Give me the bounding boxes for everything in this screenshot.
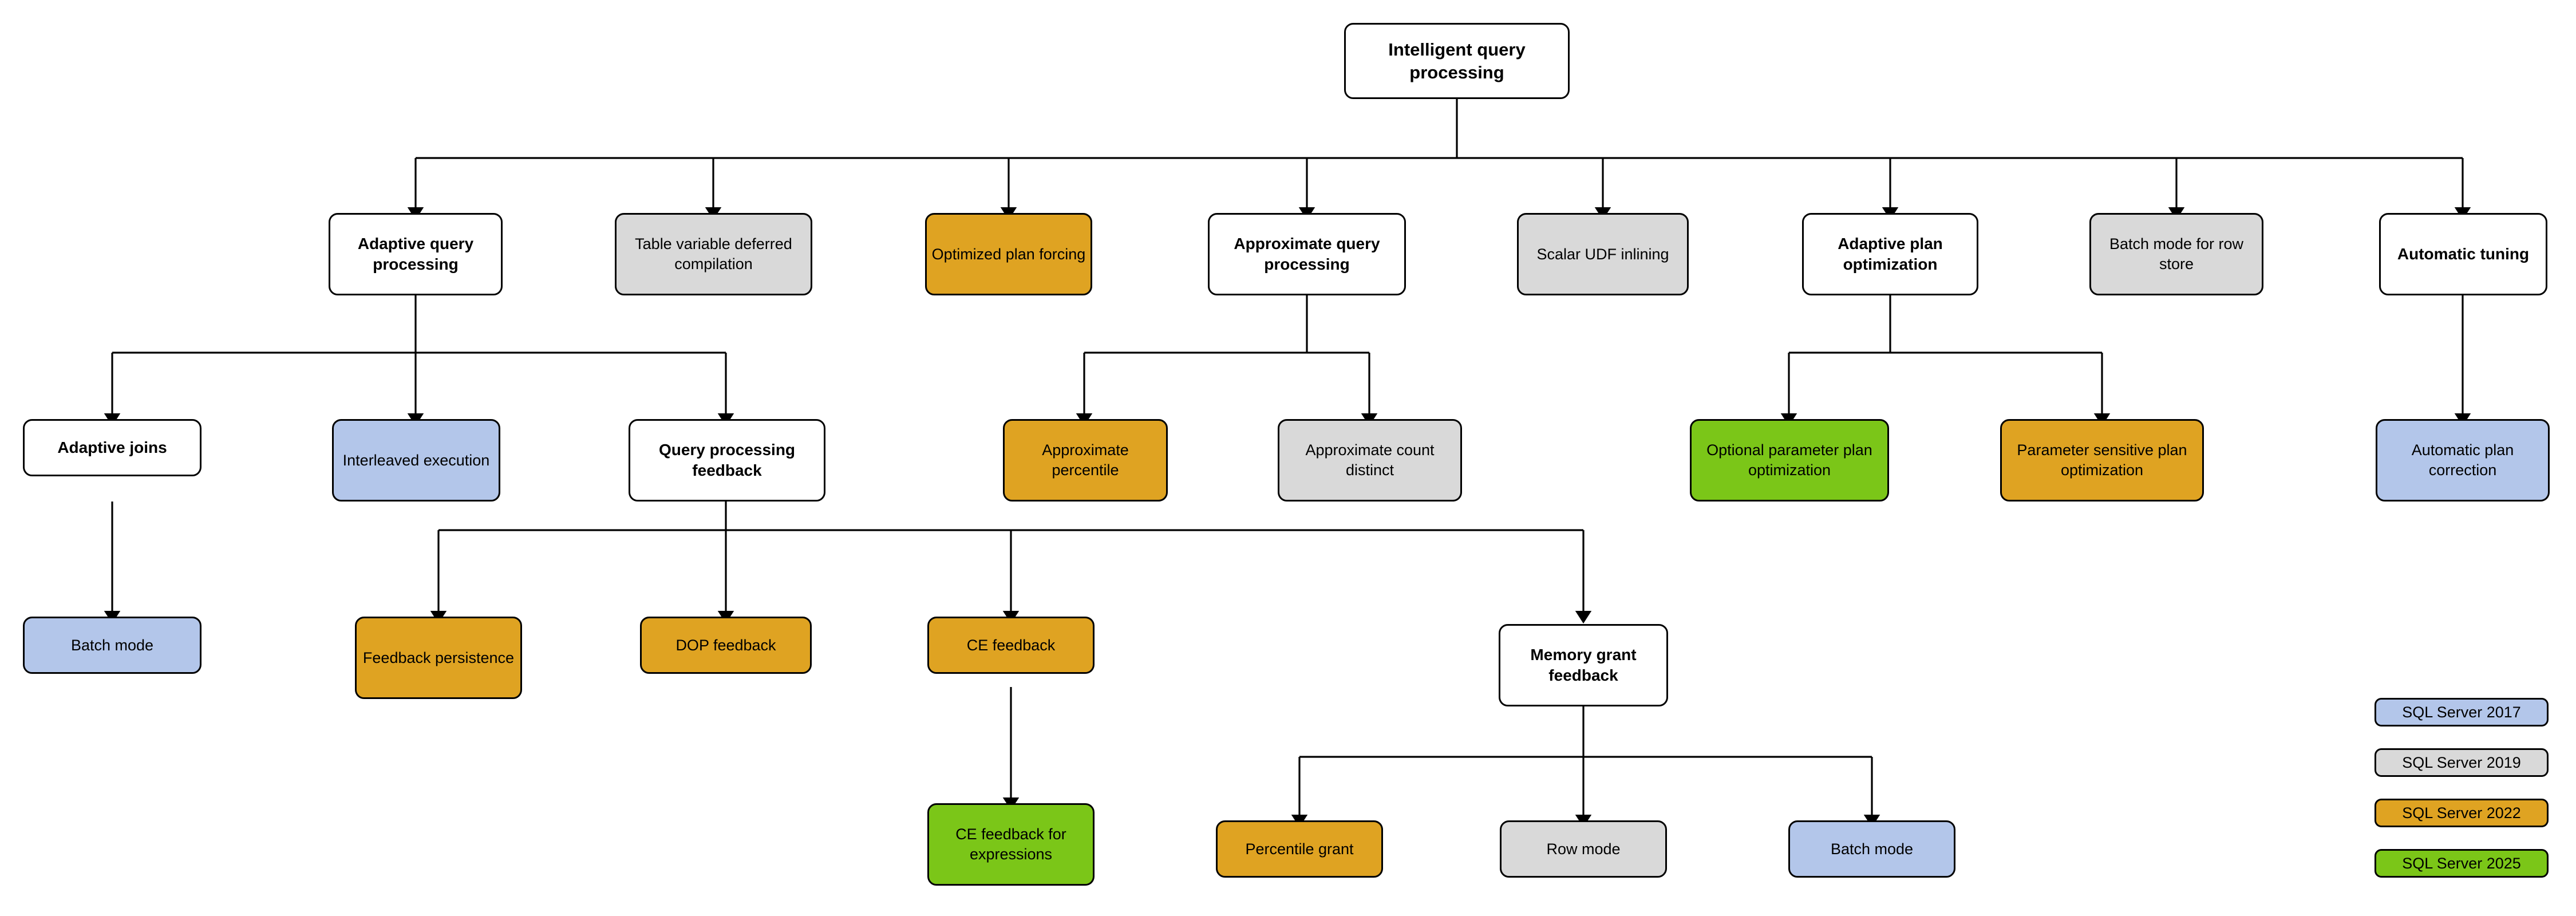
node-automatic-tuning[interactable]: Automatic tuning — [2379, 213, 2547, 295]
legend-label: SQL Server 2019 — [2402, 753, 2521, 771]
legend-item-sql-server-2025[interactable]: SQL Server 2025 — [2374, 849, 2549, 878]
edges-apq — [1076, 295, 1378, 427]
node-row-mode[interactable]: Row mode — [1500, 820, 1667, 878]
legend-item-sql-server-2017[interactable]: SQL Server 2017 — [2374, 698, 2549, 727]
edges-mgf — [1291, 706, 1880, 828]
node-label: Optional parameter plan optimization — [1706, 441, 1872, 479]
node-label: Percentile grant — [1245, 840, 1354, 858]
node-label: Approximate query processing — [1234, 235, 1380, 273]
node-approximate-query-processing[interactable]: Approximate query processing — [1208, 213, 1406, 295]
legend-label: SQL Server 2022 — [2402, 804, 2521, 822]
node-label: CE feedback for expressions — [955, 826, 1066, 863]
node-label: Intelligent query processing — [1388, 39, 1526, 82]
node-label: Adaptive joins — [57, 439, 167, 457]
node-label: Adaptive query processing — [357, 235, 474, 273]
node-label: Batch mode for row store — [2109, 235, 2244, 273]
node-intelligent-query-processing[interactable]: Intelligent query processing — [1344, 23, 1570, 99]
node-label: Row mode — [1546, 840, 1621, 858]
edges-qpf — [430, 502, 1592, 624]
node-optional-parameter-plan-optimization[interactable]: Optional parameter plan optimization — [1690, 419, 1889, 502]
node-label: Query processing feedback — [658, 441, 796, 479]
node-approximate-percentile[interactable]: Approximate percentile — [1003, 419, 1168, 502]
node-label: Automatic tuning — [2397, 245, 2530, 263]
node-label: DOP feedback — [675, 636, 776, 654]
node-batch-mode-memory-grant[interactable]: Batch mode — [1788, 820, 1955, 878]
legend-item-sql-server-2022[interactable]: SQL Server 2022 — [2374, 799, 2549, 827]
node-dop-feedback[interactable]: DOP feedback — [640, 617, 812, 674]
node-ce-feedback[interactable]: CE feedback — [927, 617, 1095, 674]
node-label: Batch mode — [70, 636, 154, 654]
node-label: Approximate count distinct — [1305, 441, 1435, 479]
node-adaptive-plan-optimization[interactable]: Adaptive plan optimization — [1802, 213, 1978, 295]
edges-root — [407, 99, 2471, 220]
node-batch-mode-adaptive-joins[interactable]: Batch mode — [23, 617, 202, 674]
legend-label: SQL Server 2017 — [2402, 703, 2521, 721]
node-percentile-grant[interactable]: Percentile grant — [1216, 820, 1383, 878]
node-adaptive-query-processing[interactable]: Adaptive query processing — [329, 213, 503, 295]
node-label: Interleaved execution — [342, 451, 490, 469]
node-memory-grant-feedback[interactable]: Memory grant feedback — [1499, 624, 1668, 706]
node-label: Batch mode — [1830, 840, 1914, 858]
node-query-processing-feedback[interactable]: Query processing feedback — [629, 419, 825, 502]
node-label: CE feedback — [966, 636, 1056, 654]
node-approximate-count-distinct[interactable]: Approximate count distinct — [1278, 419, 1462, 502]
legend-label: SQL Server 2025 — [2402, 854, 2521, 872]
node-label: Adaptive plan optimization — [1838, 235, 1943, 273]
edges-aqp — [104, 295, 734, 427]
node-label: Approximate percentile — [1042, 441, 1129, 479]
edges-apo — [1780, 295, 2111, 427]
node-adaptive-joins[interactable]: Adaptive joins — [23, 419, 202, 476]
node-parameter-sensitive-plan-optimization[interactable]: Parameter sensitive plan optimization — [2000, 419, 2204, 502]
legend-item-sql-server-2019[interactable]: SQL Server 2019 — [2374, 748, 2549, 777]
node-interleaved-execution[interactable]: Interleaved execution — [332, 419, 500, 502]
node-label: Feedback persistence — [362, 649, 515, 666]
node-feedback-persistence[interactable]: Feedback persistence — [355, 617, 522, 699]
node-automatic-plan-correction[interactable]: Automatic plan correction — [2376, 419, 2550, 502]
node-ce-feedback-for-expressions[interactable]: CE feedback for expressions — [927, 803, 1095, 886]
node-optimized-plan-forcing[interactable]: Optimized plan forcing — [925, 213, 1092, 295]
node-batch-mode-for-row-store[interactable]: Batch mode for row store — [2089, 213, 2263, 295]
node-label: Memory grant feedback — [1530, 646, 1637, 684]
node-label: Optimized plan forcing — [931, 245, 1086, 263]
node-scalar-udf-inlining[interactable]: Scalar UDF inlining — [1517, 213, 1689, 295]
node-label: Parameter sensitive plan optimization — [2017, 441, 2187, 479]
node-label: Scalar UDF inlining — [1536, 245, 1669, 263]
node-label: Automatic plan correction — [2411, 441, 2514, 479]
node-label: Table variable deferred compilation — [635, 235, 792, 273]
node-table-variable-deferred-compilation[interactable]: Table variable deferred compilation — [615, 213, 812, 295]
